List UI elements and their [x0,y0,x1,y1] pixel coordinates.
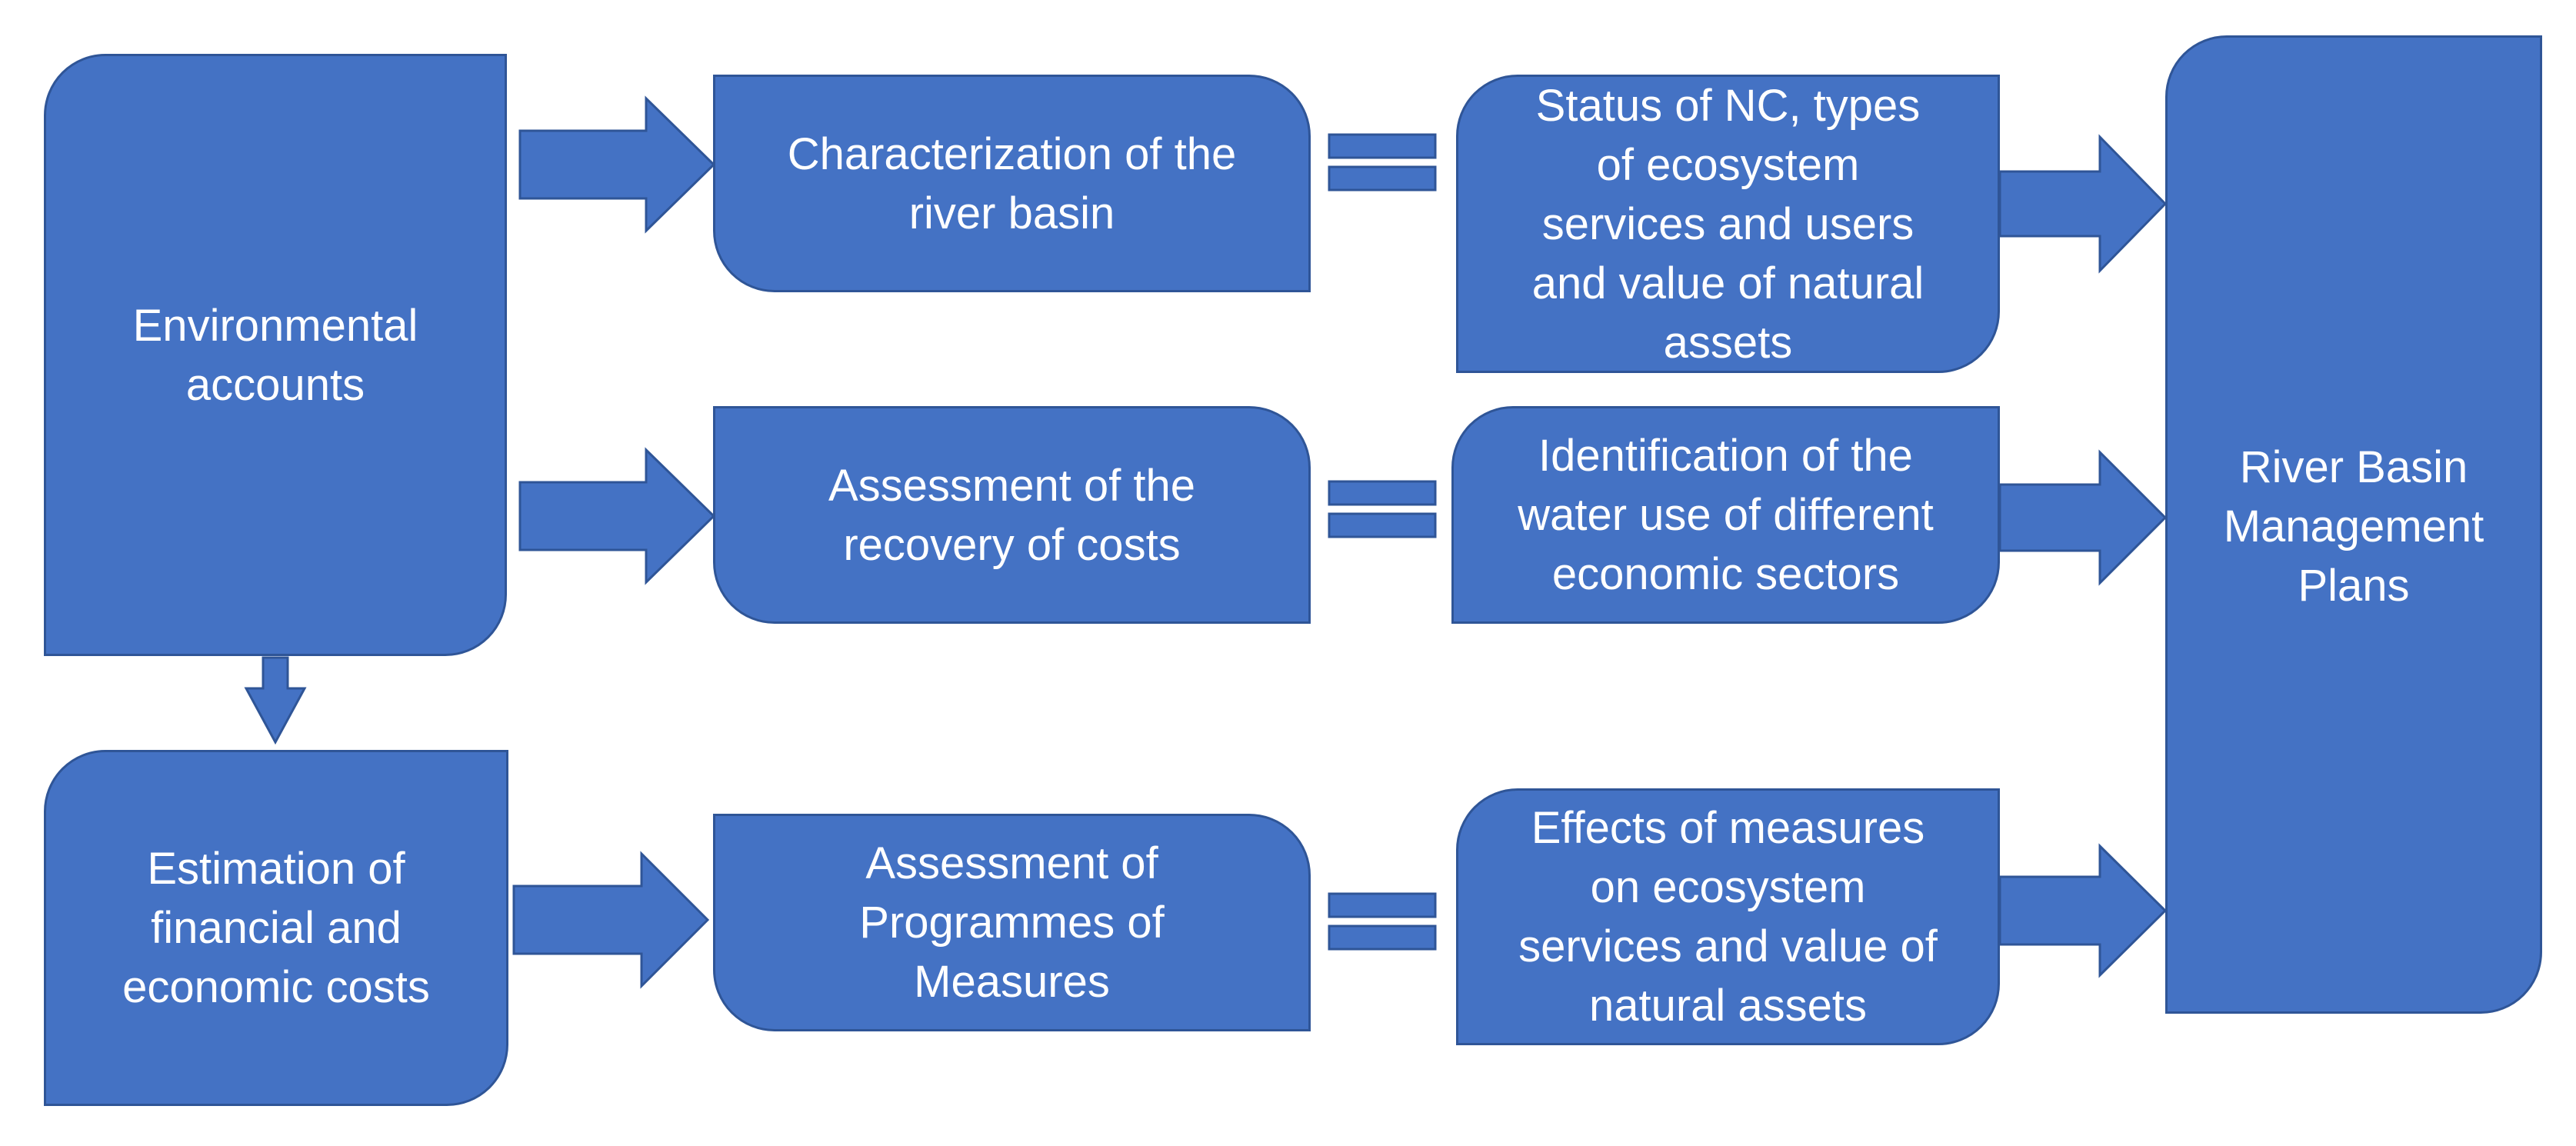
box-river-basin-plans: River Basin Management Plans [2165,35,2542,1014]
assessment-programmes-label: Assessment of Programmes of Measures [859,838,1165,1007]
box-assessment-recovery: Assessment of the recovery of costs [713,406,1311,624]
box-identification-water-use: Identification of the water use of diffe… [1451,406,2000,624]
equals-sign-row3-bottom [1328,924,1437,951]
equals-sign-row1-bottom [1328,165,1437,192]
arrow-env-to-recovery [518,447,716,585]
estimation-costs-label: Estimation of financial and economic cos… [122,844,430,1012]
equals-sign-row1-top [1328,133,1437,159]
box-estimation-costs: Estimation of financial and economic cos… [44,750,508,1106]
river-basin-plans-label: River Basin Management Plans [2223,442,2484,611]
characterization-label: Characterization of the river basin [787,128,1237,238]
arrow-estimation-to-programmes [512,851,710,989]
arrow-status-to-plans [1998,134,2168,274]
equals-sign-row3-top [1328,892,1437,918]
arrow-env-to-characterization [518,95,716,234]
box-effects-measures: Effects of measures on ecosystem service… [1456,788,2000,1045]
arrow-effects-to-plans [1998,843,2168,978]
status-nc-label: Status of NC, types of ecosystem service… [1531,80,1925,368]
effects-measures-label: Effects of measures on ecosystem service… [1518,803,1938,1031]
arrow-env-to-estimation [244,656,307,745]
environmental-accounts-label: Environmental accounts [132,300,418,410]
box-status-nc: Status of NC, types of ecosystem service… [1456,75,2000,373]
box-environmental-accounts: Environmental accounts [44,54,507,656]
arrow-identification-to-plans [1998,449,2168,586]
box-assessment-programmes: Assessment of Programmes of Measures [713,814,1311,1031]
assessment-recovery-label: Assessment of the recovery of costs [828,460,1196,570]
equals-sign-row2-bottom [1328,512,1437,538]
box-characterization: Characterization of the river basin [713,75,1311,292]
identification-water-use-label: Identification of the water use of diffe… [1518,431,1934,599]
equals-sign-row2-top [1328,480,1437,506]
